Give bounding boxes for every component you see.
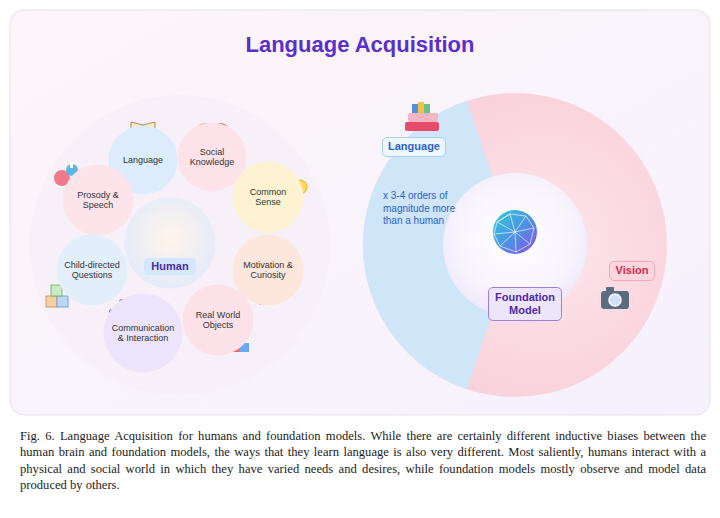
circle-label: Common Sense xyxy=(239,187,297,208)
knowledge-circle: Common Sense xyxy=(232,161,304,233)
data-amount-note: x 3-4 orders of magnitude more than a hu… xyxy=(383,190,465,228)
figure-caption: Fig. 6. Language Acquisition for humans … xyxy=(20,428,706,493)
camera-icon xyxy=(601,287,629,309)
card-background xyxy=(10,10,710,415)
letter-block xyxy=(46,296,57,307)
circle-label: Language xyxy=(115,155,171,165)
circle-label: Prosody & Speech xyxy=(69,190,127,211)
book xyxy=(424,104,430,113)
diagram-title: Language Acquisition xyxy=(0,32,720,58)
book xyxy=(408,113,438,122)
letter-block xyxy=(51,285,62,296)
human-circle: Human xyxy=(124,197,216,289)
letter-block xyxy=(57,296,68,307)
circle-label: Child-directed Questions xyxy=(63,260,121,281)
circle-label: Real World Objects xyxy=(189,310,247,331)
circle-shape xyxy=(233,235,304,306)
circle-label: Social Knowledge xyxy=(184,147,240,168)
circle-label: Communication & Interaction xyxy=(111,323,175,344)
model-core xyxy=(443,173,587,317)
camera-lens xyxy=(609,294,621,306)
circle-label: Motivation & Curiosity xyxy=(239,260,297,281)
box-label: Language xyxy=(388,140,440,153)
circle-outline xyxy=(124,197,216,289)
book xyxy=(412,104,418,113)
circle-shape xyxy=(183,285,254,356)
knowledge-circle: Communication & Interaction xyxy=(103,293,183,373)
source-label: Vision xyxy=(609,261,655,280)
circle-shape xyxy=(63,165,134,236)
knowledge-circle: Prosody & Speech xyxy=(62,164,134,236)
circle-shape xyxy=(178,123,247,192)
camera-top xyxy=(606,287,614,292)
globe-icon xyxy=(493,210,537,254)
book-stack-icon xyxy=(405,102,439,131)
circle-shape xyxy=(104,294,183,373)
circle-shape xyxy=(57,235,128,306)
box-label: Foundation Model xyxy=(494,291,556,317)
halo xyxy=(30,95,330,395)
book xyxy=(405,122,439,131)
human-label: Human xyxy=(144,258,195,275)
globe-mesh xyxy=(494,214,534,252)
camera-body xyxy=(601,291,629,309)
vision-region xyxy=(363,93,667,397)
book xyxy=(418,102,424,113)
model-label: Foundation Model xyxy=(488,287,562,321)
speech-mark xyxy=(70,162,73,168)
box-label: Vision xyxy=(616,264,649,277)
source-label: Language xyxy=(382,137,446,157)
circle-shape xyxy=(125,198,216,289)
knowledge-circle: Child-directed Questions xyxy=(56,234,128,306)
globe xyxy=(493,210,537,254)
knowledge-circle: Real World Objects xyxy=(182,284,254,356)
circle-shape xyxy=(233,162,304,233)
